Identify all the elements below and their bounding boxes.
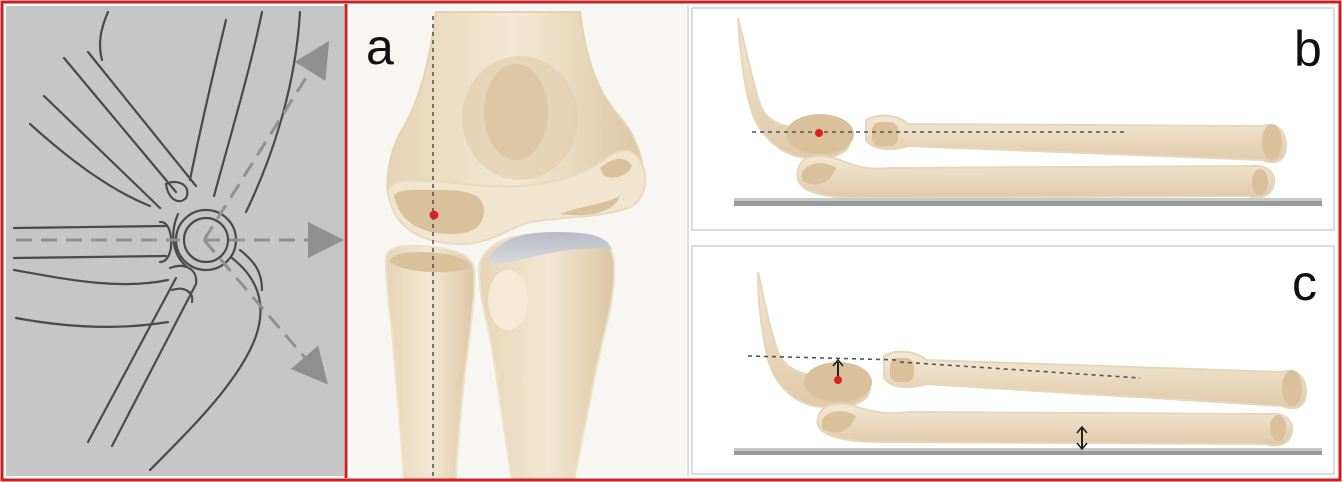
b-center-point [815, 129, 823, 137]
c-center-point [834, 376, 842, 384]
rotation-center-point [430, 211, 439, 220]
panel-c: c [690, 244, 1336, 476]
panel-c-label: c [1292, 255, 1317, 311]
panel-b-label: b [1294, 21, 1322, 77]
panel-a-label: a [366, 19, 394, 75]
panel-b: b [690, 6, 1336, 234]
left-sketch-panel [6, 6, 344, 476]
panel-a: a [350, 6, 686, 480]
